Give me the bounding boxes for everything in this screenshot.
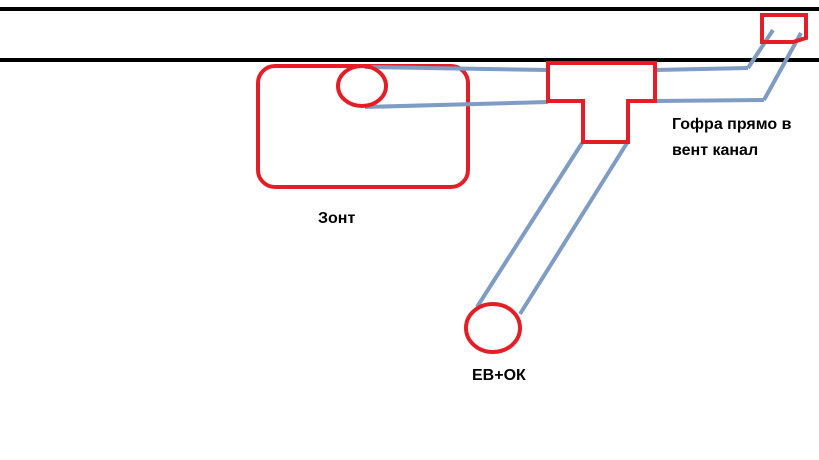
hood-outline: [256, 64, 470, 189]
fan-unit-label: ЕВ+ОК: [472, 367, 526, 384]
corrugated-duct-top: [654, 66, 749, 72]
corrugated-riser-left: [746, 28, 775, 70]
fan-duct-left: [475, 141, 584, 309]
vent-channel-outlet: [760, 13, 808, 44]
hood-duct-top: [364, 65, 549, 72]
corrugated-riser-right: [762, 32, 803, 101]
fan-unit-circle: [464, 302, 522, 354]
corrugated-label-line2: вент канал: [672, 142, 758, 159]
corrugated-duct-bottom: [654, 98, 765, 103]
tee-junction-outline: [546, 61, 657, 144]
fan-duct-right: [518, 141, 629, 316]
hood-duct-bottom: [364, 100, 549, 109]
hood-label: Зонт: [318, 210, 355, 227]
hood-outlet-circle: [336, 64, 388, 108]
corrugated-label-line1: Гофра прямо в: [672, 116, 792, 133]
